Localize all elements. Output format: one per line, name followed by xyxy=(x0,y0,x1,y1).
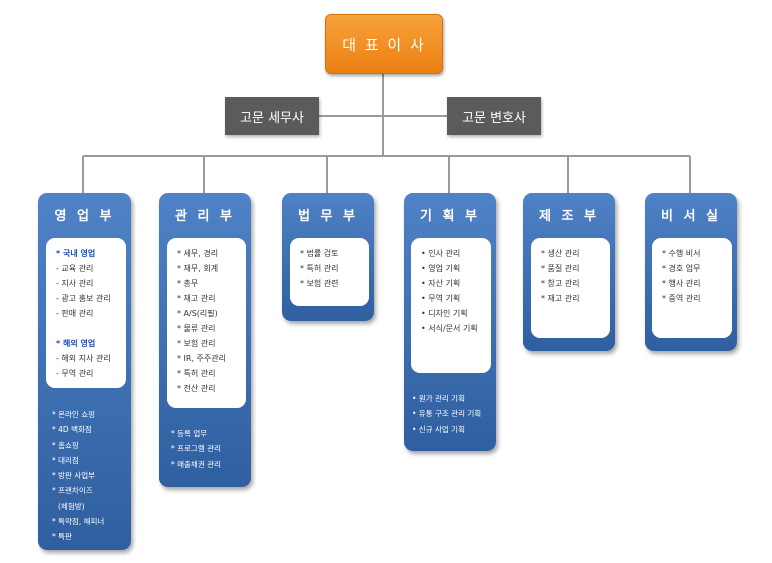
dept-planning-card: • 인사 관리 • 영업 기획 • 자산 기획 • 무역 기획 • 디자인 기획… xyxy=(411,238,491,373)
sales-item: * 국내 영업 xyxy=(56,249,96,258)
admin-item: * 물류 관리 xyxy=(177,324,216,333)
admin-item: * 특허 관리 xyxy=(177,369,216,378)
planning-item: • 서식/문서 기획 xyxy=(421,324,478,333)
secretariat-item: * 수행 비서 xyxy=(662,249,701,258)
planning-extra-item: • 신규 사업 기획 xyxy=(412,424,465,434)
dept-sales-extra: * 온라인 쇼핑 * 4D 백화점 * 홈쇼핑 * 대리점 * 방판 사업부 *… xyxy=(52,407,104,545)
dept-secretariat-title: 비 서 실 xyxy=(661,209,721,224)
sales-extra-item: * 홈쇼핑 xyxy=(52,440,79,450)
sales-spacer xyxy=(56,321,126,336)
admin-extra-item: * 매출채권 관리 xyxy=(171,459,221,469)
dept-planning-extra: • 원가 관리 기획 • 유통 구조 관리 기획 • 신규 사업 기획 xyxy=(412,391,481,437)
dept-legal: 법 무 부 * 법률 검토 * 특허 관리 * 보험 관련 xyxy=(282,193,374,321)
dept-admin-extra: * 등록 업무 * 프로그램 관리 * 매출채권 관리 xyxy=(171,426,221,472)
manufacturing-item: * 품질 관리 xyxy=(541,264,580,273)
sales-extra-item: * 방판 사업부 xyxy=(52,471,96,481)
admin-item: * 재무, 회계 xyxy=(177,264,219,273)
sales-item: - 무역 관리 xyxy=(56,369,94,378)
legal-item: * 보험 관련 xyxy=(300,279,339,288)
dept-sales-card: * 국내 영업 - 교육 관리 - 지사 관리 - 광고 홍보 관리 - 판매 … xyxy=(46,238,126,388)
dept-admin-title: 관 리 부 xyxy=(175,209,235,224)
legal-item: * 특허 관리 xyxy=(300,264,339,273)
sales-item: - 광고 홍보 관리 xyxy=(56,294,111,303)
planning-item: • 인사 관리 xyxy=(421,249,461,258)
advisor-tax-label: 고문 세무사 xyxy=(240,110,304,126)
admin-extra-item: * 프로그램 관리 xyxy=(171,444,221,454)
admin-item: * 재고 관리 xyxy=(177,294,216,303)
dept-manufacturing: 제 조 부 * 생산 관리 * 품질 관리 * 창고 관리 * 재고 관리 xyxy=(523,193,615,351)
planning-extra-item: • 유통 구조 관리 기획 xyxy=(412,409,482,419)
manufacturing-item: * 재고 관리 xyxy=(541,294,580,303)
manufacturing-item: * 창고 관리 xyxy=(541,279,580,288)
admin-item: * A/S(리필) xyxy=(177,309,218,318)
planning-item: • 디자인 기획 xyxy=(421,309,468,318)
admin-item: * 총무 xyxy=(177,279,199,288)
sales-item: - 교육 관리 xyxy=(56,264,94,273)
manufacturing-item: * 생산 관리 xyxy=(541,249,580,258)
dept-legal-card: * 법률 검토 * 특허 관리 * 보험 관련 xyxy=(290,238,369,306)
legal-item: * 법률 검토 xyxy=(300,249,339,258)
dept-sales-title: 영 업 부 xyxy=(54,209,115,224)
admin-item: * 전산 관리 xyxy=(177,384,216,393)
advisor-lawyer-label: 고문 변호사 xyxy=(462,110,526,126)
dept-manufacturing-title: 제 조 부 xyxy=(539,209,599,224)
admin-item: * 보험 관리 xyxy=(177,339,216,348)
advisor-lawyer-box: 고문 변호사 xyxy=(447,97,541,135)
sales-extra-item: * 4D 백화점 xyxy=(52,425,92,435)
secretariat-item: * 행사 관리 xyxy=(662,279,701,288)
sales-extra-item: * 특약점, 해피너 xyxy=(52,517,105,527)
dept-manufacturing-card: * 생산 관리 * 품질 관리 * 창고 관리 * 재고 관리 xyxy=(531,238,610,338)
advisor-tax-box: 고문 세무사 xyxy=(225,97,319,135)
planning-item: • 영업 기획 xyxy=(421,264,461,273)
secretariat-item: * 경호 업무 xyxy=(662,264,701,273)
dept-secretariat-card: * 수행 비서 * 경호 업무 * 행사 관리 * 중역 관리 xyxy=(652,238,732,338)
dept-planning: 기 획 부 • 인사 관리 • 영업 기획 • 자산 기획 • 무역 기획 • … xyxy=(404,193,496,451)
sales-extra-item: (체험방) xyxy=(58,501,85,511)
ceo-label: 대 표 이 사 xyxy=(342,35,426,54)
admin-item: * IR, 주주관리 xyxy=(177,354,226,363)
sales-item: - 지사 관리 xyxy=(56,279,94,288)
planning-item: • 자산 기획 xyxy=(421,279,461,288)
sales-extra-item: * 특판 xyxy=(52,532,72,542)
dept-admin-card: * 세무, 경리 * 재무, 회계 * 총무 * 재고 관리 * A/S(리필)… xyxy=(167,238,246,408)
secretariat-item: * 중역 관리 xyxy=(662,294,701,303)
planning-item: • 무역 기획 xyxy=(421,294,461,303)
dept-planning-title: 기 획 부 xyxy=(420,209,480,224)
sales-item: - 해외 지사 관리 xyxy=(56,354,111,363)
sales-extra-item: * 프랜차이즈 xyxy=(52,486,93,496)
ceo-box: 대 표 이 사 xyxy=(325,14,443,74)
sales-item: - 판매 관리 xyxy=(56,309,94,318)
dept-sales: 영 업 부 * 국내 영업 - 교육 관리 - 지사 관리 - 광고 홍보 관리… xyxy=(38,193,131,550)
dept-legal-title: 법 무 부 xyxy=(298,209,358,224)
sales-extra-item: * 온라인 쇼핑 xyxy=(52,410,96,419)
sales-extra-item: * 대리점 xyxy=(52,455,79,465)
dept-secretariat: 비 서 실 * 수행 비서 * 경호 업무 * 행사 관리 * 중역 관리 xyxy=(645,193,737,351)
sales-item: * 해외 영업 xyxy=(56,339,96,348)
admin-extra-item: * 등록 업무 xyxy=(171,429,208,438)
admin-item: * 세무, 경리 xyxy=(177,249,219,258)
planning-extra-item: • 원가 관리 기획 xyxy=(412,394,465,403)
dept-admin: 관 리 부 * 세무, 경리 * 재무, 회계 * 총무 * 재고 관리 * A… xyxy=(159,193,251,487)
